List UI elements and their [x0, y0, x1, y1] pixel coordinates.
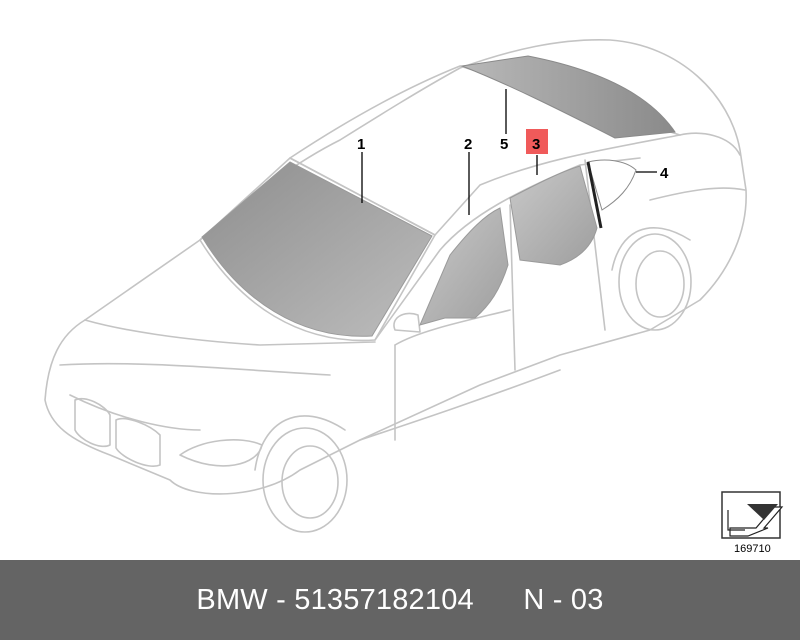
callout-3-highlight [526, 129, 548, 154]
callout-labels: 1 2 5 3 4 [357, 136, 669, 182]
quarter-window-seal[interactable] [587, 159, 637, 211]
rear-door-glass[interactable] [509, 165, 598, 266]
callout-1[interactable]: 1 [357, 136, 365, 153]
part-number-text: BMW - 51357182104 N - 03 [196, 583, 604, 616]
rear-window-glass[interactable] [460, 55, 676, 139]
callout-5[interactable]: 5 [500, 136, 508, 153]
car-glass-diagram: 1 2 5 3 4 169710 [44, 38, 784, 555]
reference-number: 169710 [734, 543, 771, 555]
windscreen-glass[interactable] [201, 161, 433, 337]
callout-3[interactable]: 3 [532, 136, 540, 153]
front-door-glass[interactable] [419, 207, 509, 326]
part-number-footer: BMW - 51357182104 N - 03 [0, 560, 800, 640]
glass-parts [201, 55, 676, 337]
quarter-window-trim [586, 161, 603, 229]
reference-icon: 169710 [721, 491, 784, 555]
leader-lines [361, 89, 657, 215]
callout-2[interactable]: 2 [464, 136, 472, 153]
car-body-outline [44, 38, 747, 533]
callout-4[interactable]: 4 [660, 165, 669, 182]
